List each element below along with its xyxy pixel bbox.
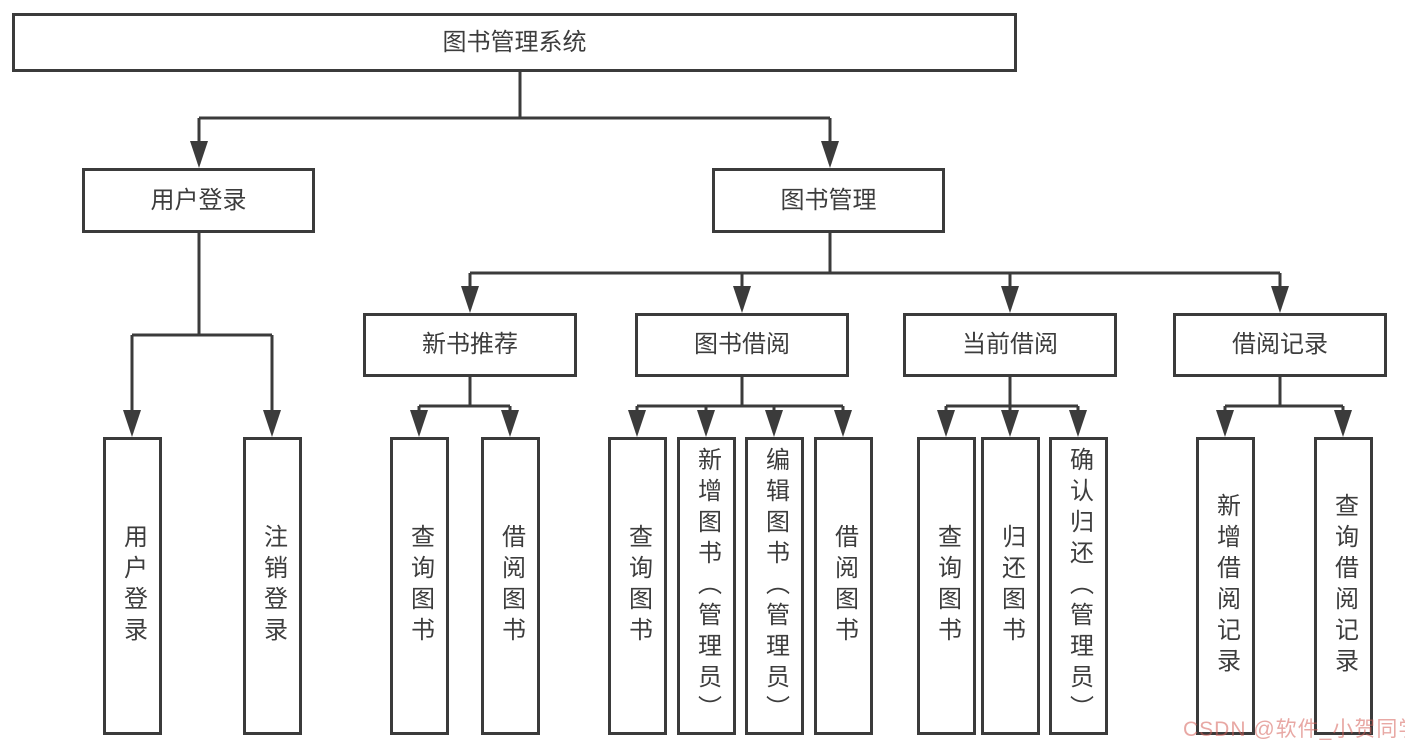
node-library-management-system: 图书管理系统 xyxy=(12,13,1017,72)
leaf-borrow-books-recommend: 借阅图书 xyxy=(481,437,540,735)
node-new-book-recommendation: 新书推荐 xyxy=(363,313,577,377)
node-borrowing-records: 借阅记录 xyxy=(1173,313,1387,377)
node-user-login: 用户登录 xyxy=(82,168,315,233)
node-book-borrowing: 图书借阅 xyxy=(635,313,849,377)
node-current-borrowing: 当前借阅 xyxy=(903,313,1117,377)
node-book-management: 图书管理 xyxy=(712,168,945,233)
leaf-add-borrow-record: 新增借阅记录 xyxy=(1196,437,1255,735)
leaf-return-books: 归还图书 xyxy=(981,437,1040,735)
leaf-add-books-admin: 新增图书（管理员） xyxy=(677,437,736,735)
leaf-logout: 注销登录 xyxy=(243,437,302,735)
leaf-confirm-return-admin: 确认归还（管理员） xyxy=(1049,437,1108,735)
leaf-user-login: 用户登录 xyxy=(103,437,162,735)
leaf-query-borrow-record: 查询借阅记录 xyxy=(1314,437,1373,735)
leaf-edit-books-admin: 编辑图书（管理员） xyxy=(745,437,804,735)
leaf-query-books-current: 查询图书 xyxy=(917,437,976,735)
leaf-borrow-books: 借阅图书 xyxy=(814,437,873,735)
csdn-watermark: CSDN @软件_小贺同学 xyxy=(1183,718,1405,741)
leaf-query-books-recommend: 查询图书 xyxy=(390,437,449,735)
leaf-query-books-borrow: 查询图书 xyxy=(608,437,667,735)
arrowheads xyxy=(123,141,1352,437)
